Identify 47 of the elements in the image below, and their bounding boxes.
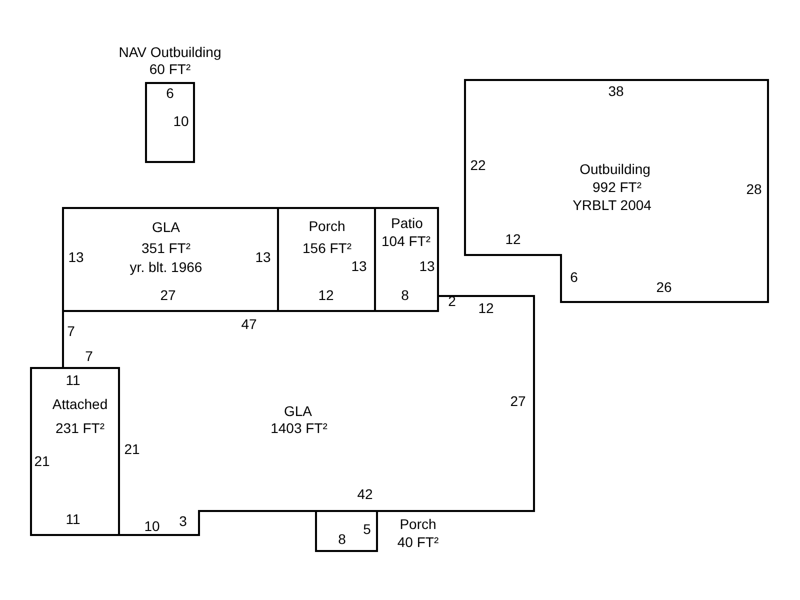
room-label: 351 FT² [142, 240, 190, 256]
dimension-label: 27 [510, 393, 526, 409]
dimension-label: 42 [357, 486, 373, 502]
room-label: NAV Outbuilding [118, 44, 222, 60]
dimension-label: 21 [34, 453, 50, 469]
dimension-label: 6 [570, 269, 578, 285]
dimension-label: 3 [179, 513, 187, 529]
room-label: Porch [308, 218, 346, 234]
room-label: Patio [391, 215, 423, 231]
dimension-label: 8 [401, 287, 409, 303]
room-label: 40 FT² [397, 534, 439, 550]
dimension-label: 10 [144, 518, 160, 534]
dimension-label: 13 [351, 258, 367, 274]
room-label: Attached [52, 396, 108, 412]
room-label: YRBLT 2004 [572, 197, 652, 213]
dimension-label: 13 [419, 258, 435, 274]
room-label: 104 FT² [382, 233, 430, 249]
dimension-label: 8 [338, 531, 346, 547]
dimension-label: 7 [67, 323, 75, 339]
room-label: GLA [284, 403, 312, 419]
dimension-label: 11 [66, 372, 80, 388]
dimension-label: 13 [255, 249, 271, 265]
room-label: Porch [400, 516, 436, 532]
room-label: 992 FT² [592, 179, 642, 195]
dimension-label: 22 [470, 157, 486, 173]
dimension-label: 6 [166, 85, 174, 101]
dimension-label: 28 [746, 181, 762, 197]
dimension-label: 12 [505, 231, 521, 247]
room-label: 231 FT² [56, 420, 104, 436]
dimension-label: 10 [173, 113, 189, 129]
dimension-label: 12 [318, 287, 334, 303]
room-label: 156 FT² [302, 240, 352, 256]
dimension-label: 38 [608, 83, 624, 99]
dimension-label: 47 [241, 316, 257, 332]
dimension-label: 26 [656, 279, 672, 295]
room-label: Outbuilding [580, 161, 650, 177]
room-label: yr. blt. 1966 [130, 259, 202, 275]
dimension-label: 7 [85, 348, 93, 364]
dimension-label: 5 [363, 521, 371, 537]
room-label: GLA [152, 219, 180, 235]
room-label: 1403 FT² [270, 420, 328, 436]
dimension-label: 13 [68, 249, 84, 265]
dimension-label: 11 [66, 511, 80, 527]
room-label: 60 FT² [149, 61, 191, 77]
dimension-label: 12 [478, 300, 494, 316]
dimension-label: 21 [124, 441, 140, 457]
dimension-label: 27 [160, 287, 176, 303]
